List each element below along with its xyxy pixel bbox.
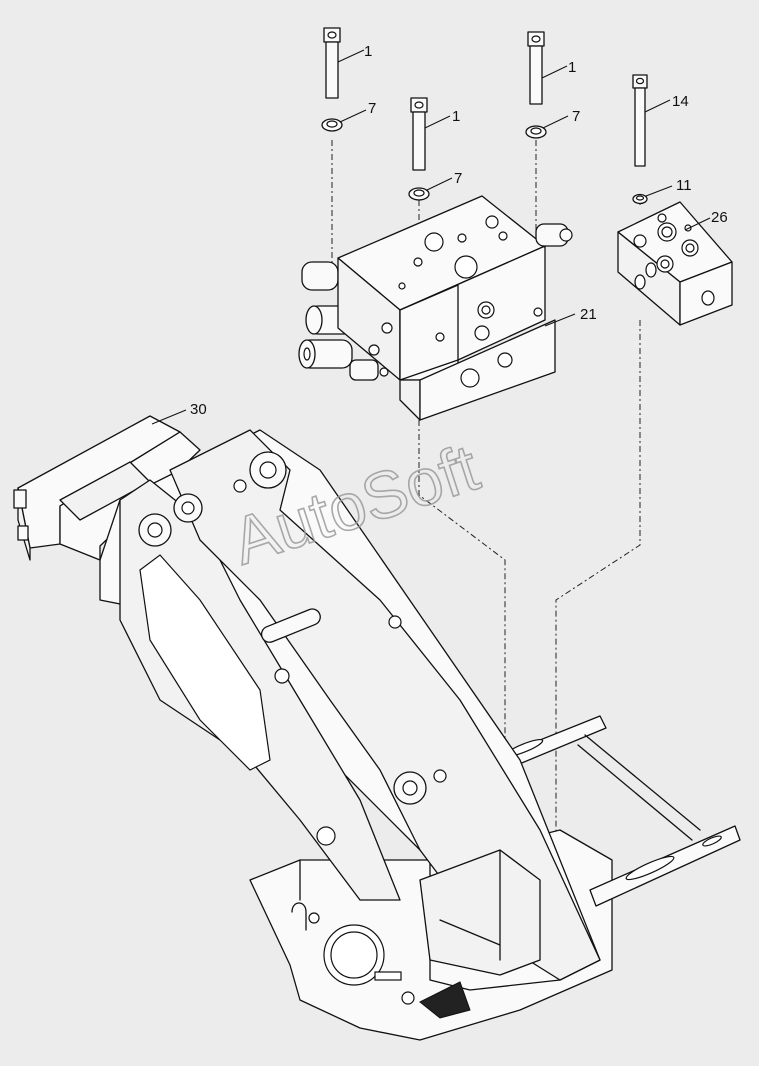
bolt-long — [632, 74, 648, 167]
washer-small — [632, 193, 648, 205]
callout-valve-main: 21 — [580, 306, 597, 323]
callout-bolt-right: 1 — [568, 59, 576, 76]
washer-middle — [408, 187, 430, 201]
valve-block-small — [617, 201, 733, 326]
callout-bolt-long: 14 — [672, 93, 689, 110]
frame-assembly — [13, 415, 741, 1041]
callout-labels: 1 7 1 7 1 7 14 11 26 21 30 — [190, 43, 728, 418]
callout-bolt-middle: 1 — [452, 108, 460, 125]
bolt-left — [323, 27, 341, 99]
leader-lines — [151, 49, 711, 425]
callout-washer-right: 7 — [572, 108, 580, 125]
callout-washer-middle: 7 — [454, 170, 462, 187]
callout-washer-left: 7 — [368, 100, 376, 117]
callout-frame: 30 — [190, 401, 207, 418]
washer-right — [525, 125, 547, 139]
callout-washer-small: 11 — [676, 177, 692, 194]
valve-block-main — [298, 195, 573, 421]
washer-left — [321, 118, 343, 132]
bolt-middle — [410, 97, 428, 171]
bolt-right — [527, 31, 545, 105]
callout-bolt-left: 1 — [364, 43, 372, 60]
callout-valve-small: 26 — [711, 209, 728, 226]
